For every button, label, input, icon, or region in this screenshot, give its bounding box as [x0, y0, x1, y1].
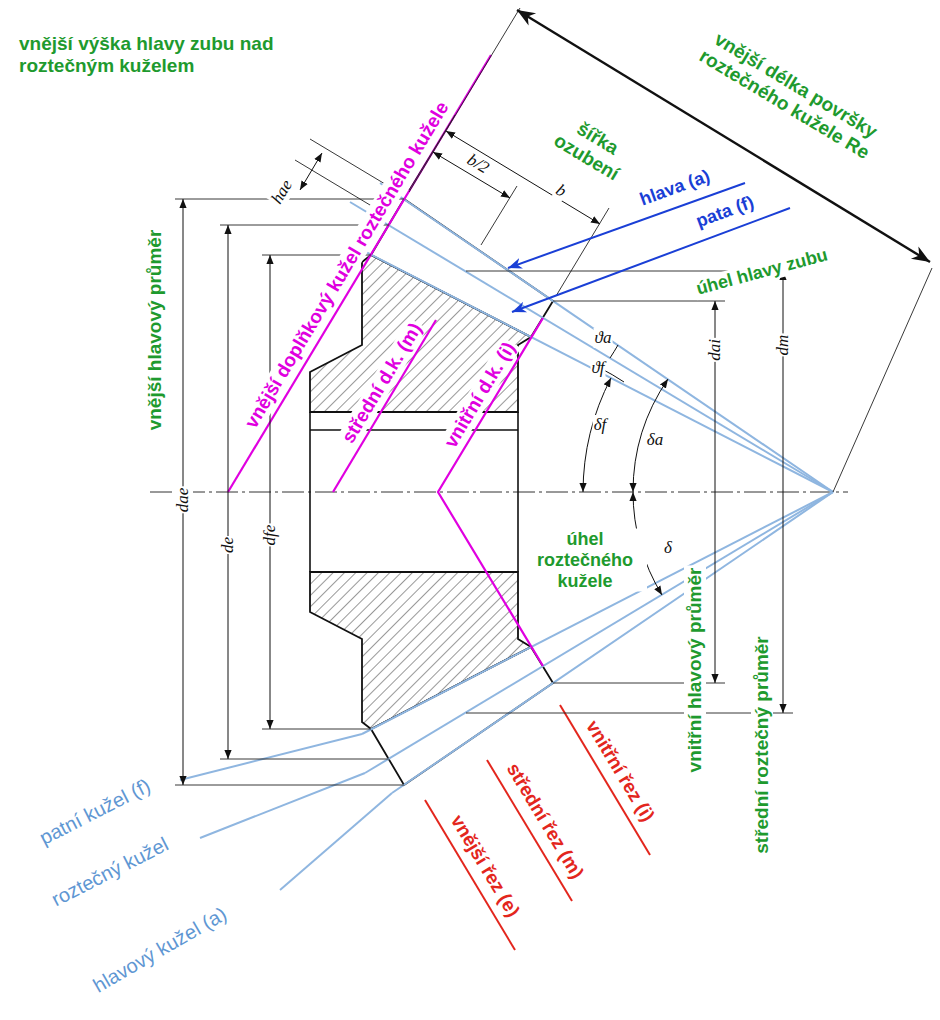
- gear-tooth: [371, 199, 553, 785]
- annotation-label: vnitřní hlavový průměr: [684, 566, 706, 775]
- section-label: vnitřní řez (i): [580, 715, 660, 827]
- dimension-symbol: δ: [663, 538, 673, 558]
- dimension-symbol: de: [218, 536, 238, 554]
- extension-lines: [175, 8, 932, 785]
- gear-axis: [150, 492, 848, 493]
- cone-label: patní kužel (f): [34, 773, 156, 850]
- annotation-label: vnější výška hlavy zubu nad roztečným ku…: [17, 33, 283, 77]
- cone-label: hlavový kužel (a): [88, 902, 233, 999]
- dimension-lines: [183, 10, 930, 785]
- dimension-symbol: dae: [173, 487, 193, 514]
- dimension-symbol: hae: [267, 175, 298, 208]
- pointer-label: pata (f): [691, 191, 758, 233]
- annotation-label: vnější délka površky roztečného kužele R…: [676, 15, 904, 176]
- dimension-symbol: ϑf: [590, 358, 605, 378]
- gear-body: [310, 255, 531, 729]
- section-label: střední řez (m): [501, 758, 589, 885]
- complement-cone-lines: [228, 55, 543, 666]
- dimension-symbol: dai: [705, 338, 725, 362]
- dimension-symbol: b/2: [463, 149, 494, 178]
- cone-label: roztečný kužel: [46, 832, 174, 912]
- annotation-label: střední roztečný průměr: [751, 634, 773, 856]
- section-lines: [425, 705, 650, 950]
- dimension-symbol: dm: [773, 334, 793, 357]
- annotation-label: vnější hlavový průměr: [144, 228, 166, 433]
- section-label: vnější řez (e): [445, 809, 525, 922]
- dimension-symbol: δa: [646, 430, 664, 450]
- annotation-label: šířka ozubení: [538, 104, 646, 193]
- annotation-label: úhel hlavy zubu: [692, 244, 832, 300]
- pointer-label: hlava (a): [635, 165, 715, 211]
- dimension-symbol: δf: [593, 415, 608, 435]
- dimension-symbol: ϑa: [594, 328, 613, 348]
- dimension-symbol: b: [551, 180, 570, 203]
- cone-lines: [180, 183, 833, 890]
- annotation-label: úhel roztečného kužele: [523, 529, 647, 592]
- dimension-symbol: dfe: [260, 524, 280, 547]
